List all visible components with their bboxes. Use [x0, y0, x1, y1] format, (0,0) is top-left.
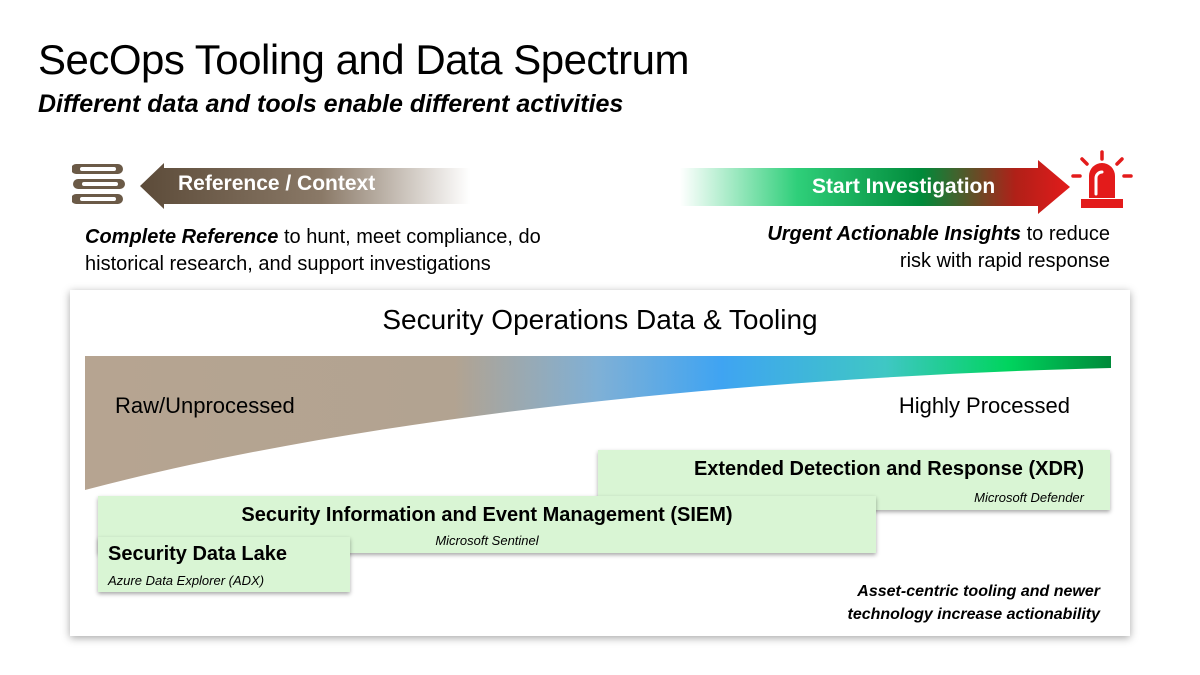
data-lake-product: Azure Data Explorer (ADX) [108, 573, 265, 588]
reference-desc-bold: Complete Reference [85, 226, 279, 248]
books-icon [72, 164, 125, 204]
investigation-desc-rest: to reduce risk with rapid response [899, 223, 1110, 272]
xdr-product: Microsoft Defender [974, 490, 1084, 505]
data-tooling-panel: Security Operations Data & Tooling Raw/U… [70, 290, 1130, 636]
xdr-name: Extended Detection and Response (XDR) [693, 458, 1084, 480]
data-lake-name: Security Data Lake [108, 543, 287, 565]
reference-description: Complete Reference to hunt, meet complia… [85, 224, 605, 278]
reference-desc-rest: to hunt, meet compliance, do historical … [85, 226, 541, 275]
actionability-note: Asset-centric tooling and newer technolo… [847, 583, 1100, 623]
raw-unprocessed-label: Raw/Unprocessed [115, 393, 295, 418]
investigation-desc-bold: Urgent Actionable Insights [767, 223, 1022, 245]
reference-label: Reference / Context [178, 172, 376, 195]
reference-arrow [140, 163, 470, 209]
alarm-icon [1071, 150, 1133, 208]
investigation-label: Start Investigation [812, 175, 996, 198]
investigation-description: Urgent Actionable Insights to reduce ris… [750, 221, 1110, 275]
investigation-arrow [680, 160, 1070, 214]
siem-name: Security Information and Event Managemen… [241, 504, 733, 526]
xdr-box: Extended Detection and Response (XDR) Mi… [598, 450, 1110, 510]
page-subtitle: Different data and tools enable differen… [38, 90, 624, 118]
data-lake-box: Security Data Lake Azure Data Explorer (… [98, 537, 350, 592]
highly-processed-label: Highly Processed [898, 393, 1070, 418]
processing-spectrum [85, 356, 1111, 490]
page-title: SecOps Tooling and Data Spectrum [38, 36, 689, 83]
siem-product: Microsoft Sentinel [435, 533, 539, 548]
panel-title: Security Operations Data & Tooling [382, 304, 818, 335]
